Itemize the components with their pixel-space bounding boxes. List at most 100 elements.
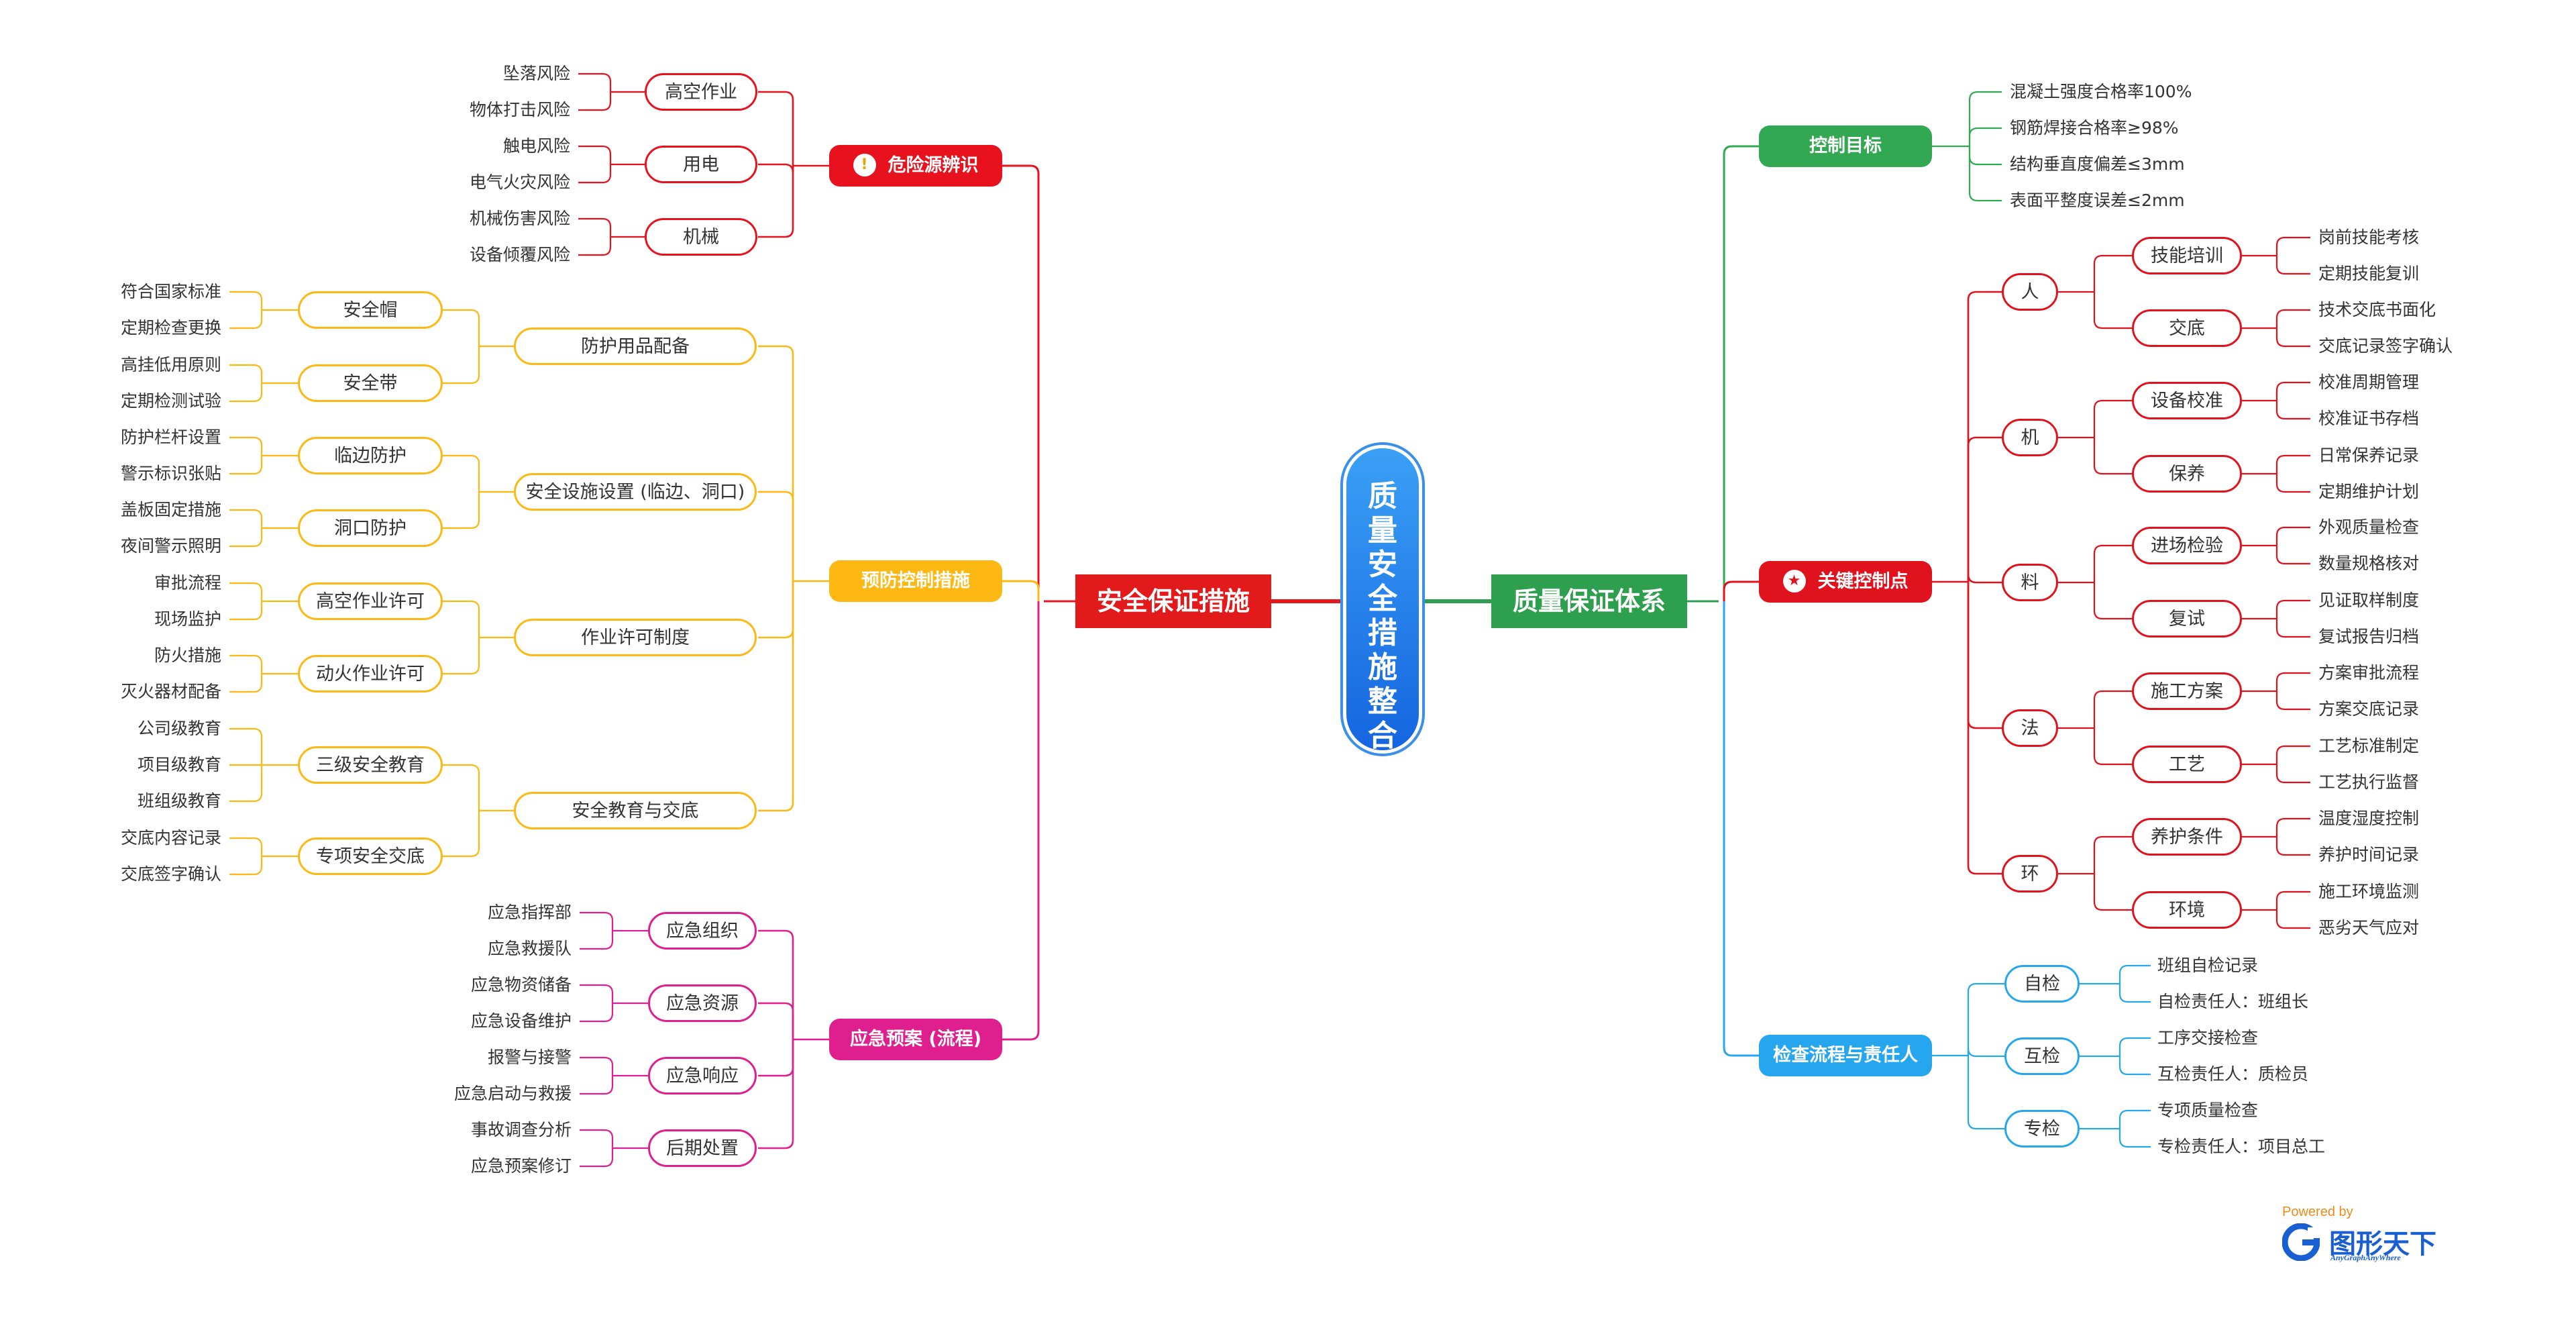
keypoint-sub[interactable]: 机 xyxy=(2002,419,2058,456)
leaf-text: 混凝土强度合格率100% xyxy=(2010,82,2192,101)
connector xyxy=(758,345,794,581)
leaf-text: 岗前技能考核 xyxy=(2318,227,2420,247)
connector xyxy=(2275,474,2310,493)
hazard-group[interactable]: 用电 xyxy=(645,146,757,183)
leaf-text: 交底内容记录 xyxy=(120,828,221,848)
prevention-sub[interactable]: 防护用品配备 xyxy=(514,327,757,365)
connector xyxy=(580,1129,614,1148)
leaf-text: 电气火灾风险 xyxy=(469,172,570,192)
warning-icon: ! xyxy=(853,153,876,176)
prevention-group[interactable]: 高空作业许可 xyxy=(298,582,443,620)
connector xyxy=(758,1002,794,1039)
category-emergency[interactable]: 应急预案 (流程) xyxy=(829,1019,1002,1060)
leaf-text: 工艺标准制定 xyxy=(2318,736,2420,756)
connector xyxy=(229,364,263,383)
prevention-group[interactable]: 安全带 xyxy=(298,364,443,402)
prevention-group[interactable]: 三级安全教育 xyxy=(298,746,443,784)
leaf-text: 施工环境监测 xyxy=(2318,882,2420,901)
keypoint-group[interactable]: 交底 xyxy=(2132,309,2242,347)
connector xyxy=(1968,146,2002,166)
prevention-sub[interactable]: 作业许可制度 xyxy=(514,619,757,656)
leaf-text: 设备倾覆风险 xyxy=(469,245,570,264)
category-inspection[interactable]: 检查流程与责任人 xyxy=(1759,1035,1932,1076)
connector xyxy=(229,528,263,548)
connector xyxy=(1968,146,2002,202)
leaf-text: 应急预案修订 xyxy=(470,1156,572,1176)
connector xyxy=(229,436,263,456)
main-topic-safety[interactable]: 安全保证措施 xyxy=(1075,574,1271,628)
prevention-sub[interactable]: 安全设施设置 (临边、洞口) xyxy=(514,473,757,511)
connector xyxy=(578,92,612,111)
emergency-group[interactable]: 应急组织 xyxy=(648,912,757,950)
connector xyxy=(2275,890,2310,910)
prevention-group[interactable]: 专项安全交底 xyxy=(298,837,443,875)
leaf-text: 坠落风险 xyxy=(502,64,570,83)
leaf-text: 见证取样制度 xyxy=(2318,591,2420,610)
emergency-group[interactable]: 后期处置 xyxy=(648,1129,757,1167)
connector xyxy=(578,145,612,164)
connector xyxy=(2275,256,2310,275)
keypoint-sub[interactable]: 人 xyxy=(2002,273,2058,311)
keypoint-sub[interactable]: 料 xyxy=(2002,564,2058,601)
category-hazard[interactable]: !危险源辨识 xyxy=(829,145,1002,187)
connector xyxy=(758,581,794,812)
connector xyxy=(580,1003,614,1023)
keypoint-group[interactable]: 保养 xyxy=(2132,455,2242,493)
keypoint-group[interactable]: 养护条件 xyxy=(2132,818,2242,856)
hazard-group[interactable]: 高空作业 xyxy=(645,73,757,111)
connector xyxy=(2093,874,2132,911)
prevention-sub[interactable]: 安全教育与交底 xyxy=(514,792,757,829)
emergency-group[interactable]: 应急资源 xyxy=(648,984,757,1022)
leaf-text: 自检责任人：班组长 xyxy=(2157,992,2309,1011)
inspection-group[interactable]: 自检 xyxy=(2004,965,2080,1003)
inspection-group[interactable]: 专检 xyxy=(2004,1110,2080,1147)
connector xyxy=(1967,1056,2004,1130)
keypoint-group[interactable]: 工艺 xyxy=(2132,746,2242,783)
keypoint-sub[interactable]: 环 xyxy=(2002,855,2058,892)
category-keypoint[interactable]: ★关键控制点 xyxy=(1759,561,1932,603)
keypoint-group[interactable]: 设备校准 xyxy=(2132,382,2242,419)
leaf-text: 结构垂直度偏差≤3mm xyxy=(2010,154,2185,174)
connector xyxy=(758,91,794,166)
connector xyxy=(2275,599,2310,619)
connector xyxy=(2093,399,2132,438)
prevention-group[interactable]: 临边防护 xyxy=(298,437,443,474)
prevention-group[interactable]: 洞口防护 xyxy=(298,509,443,547)
connector xyxy=(1967,1048,2004,1058)
connector xyxy=(2275,401,2310,420)
keypoint-group[interactable]: 环境 xyxy=(2132,891,2242,929)
leaf-text: 交底签字确认 xyxy=(120,864,221,884)
keypoint-group[interactable]: 复试 xyxy=(2132,600,2242,637)
connector xyxy=(443,600,480,637)
keypoint-group[interactable]: 技能培训 xyxy=(2132,237,2242,274)
keypoint-sub[interactable]: 法 xyxy=(2002,709,2058,747)
connector xyxy=(2275,619,2310,638)
leaf-text: 复试报告归档 xyxy=(2318,627,2420,646)
connector xyxy=(2093,690,2132,728)
keypoint-group[interactable]: 施工方案 xyxy=(2132,672,2242,710)
leaf-text: 现场监护 xyxy=(154,609,221,629)
connector xyxy=(2093,254,2132,292)
main-topic-quality[interactable]: 质量保证体系 xyxy=(1491,574,1687,628)
brand-tagline: AnyGraphAnyWhere xyxy=(2330,1253,2401,1262)
leaf-text: 应急物资储备 xyxy=(470,975,572,994)
prevention-group[interactable]: 动火作业许可 xyxy=(298,655,443,693)
connector xyxy=(2275,764,2310,784)
category-target[interactable]: 控制目标 xyxy=(1759,125,1932,167)
connector xyxy=(1967,574,2002,584)
connector xyxy=(2275,309,2310,328)
hazard-group[interactable]: 机械 xyxy=(645,218,757,256)
prevention-group[interactable]: 安全帽 xyxy=(298,291,443,329)
emergency-group[interactable]: 应急响应 xyxy=(648,1057,757,1094)
category-prevention[interactable]: 预防控制措施 xyxy=(829,560,1002,602)
leaf-text: 应急启动与救援 xyxy=(453,1084,572,1103)
connector xyxy=(580,1076,614,1095)
inspection-group[interactable]: 互检 xyxy=(2004,1037,2080,1075)
brand-name: 图形天下 xyxy=(2329,1229,2436,1260)
connector xyxy=(229,310,263,329)
connector xyxy=(1967,982,2004,1056)
center-topic[interactable]: 质量安全措施整合 xyxy=(1346,448,1419,753)
connector xyxy=(2275,328,2310,348)
keypoint-group[interactable]: 进场检验 xyxy=(2132,527,2242,564)
connector xyxy=(229,837,263,856)
